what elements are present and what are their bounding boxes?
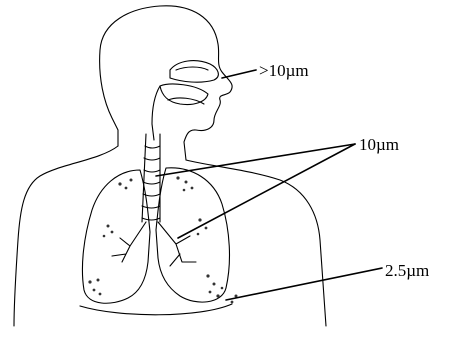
label-bronchi-particles: 10µm <box>359 136 399 153</box>
pointer-nasal <box>222 70 256 78</box>
head-outline <box>100 6 232 160</box>
particle-deposits <box>88 176 237 303</box>
pharynx <box>152 86 160 140</box>
back-of-head <box>100 50 118 146</box>
label-alveoli-particles: 2.5µm <box>385 262 429 279</box>
right-bronchus <box>158 222 196 266</box>
nasal-turbinate <box>176 67 208 70</box>
right-shoulder <box>186 160 326 326</box>
diaphragm-line <box>80 304 232 315</box>
label-nasal-particles: >10µm <box>259 62 309 79</box>
oral-cavity <box>160 84 208 104</box>
left-lung <box>82 170 150 303</box>
nasal-cavity <box>170 61 218 83</box>
left-bronchus <box>112 222 146 262</box>
left-shoulder <box>14 146 118 326</box>
pointer-alveoli <box>226 268 382 300</box>
